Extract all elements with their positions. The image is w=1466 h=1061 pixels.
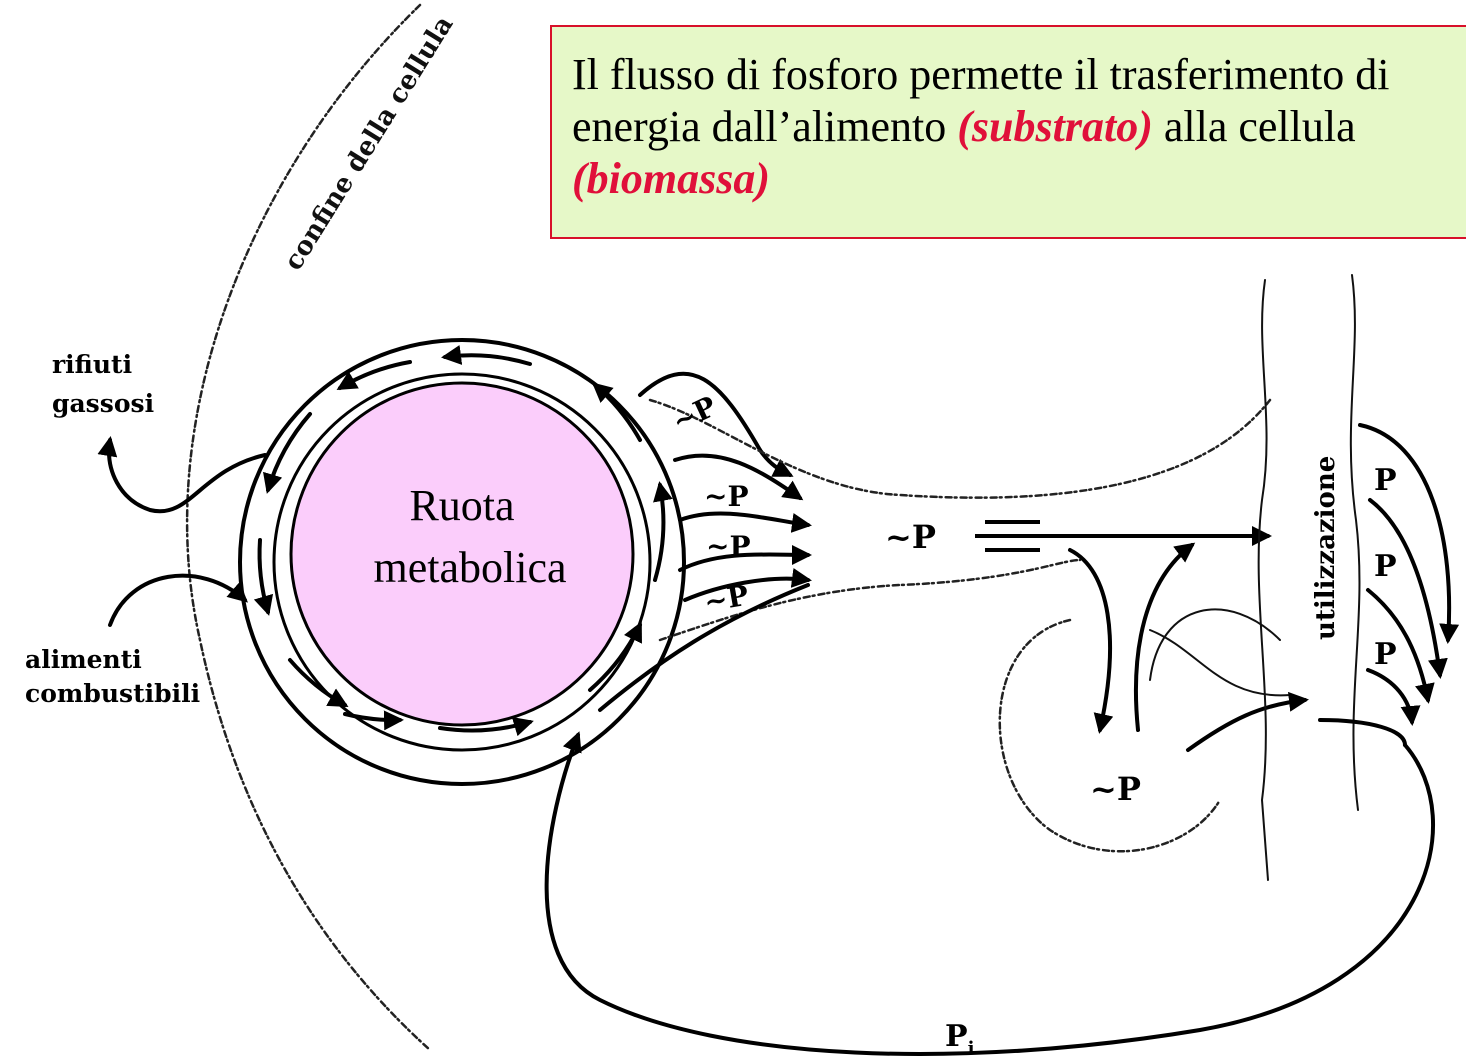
gas-waste-arrow bbox=[109, 440, 265, 511]
note-line-1: Il flusso di fosforo permette il trasfer… bbox=[572, 49, 1466, 101]
wheel-label-2: metabolica bbox=[373, 543, 566, 592]
lower-right-return bbox=[1320, 720, 1405, 745]
note-line-2: energia dall’alimento (substrato) alla c… bbox=[572, 101, 1466, 153]
p-label-3: P bbox=[1374, 637, 1397, 672]
phosphorus-note-box: Il flusso di fosforo permette il trasfer… bbox=[550, 25, 1466, 239]
utilization-right-wall bbox=[1351, 275, 1360, 810]
p-label-1: P bbox=[1374, 463, 1397, 498]
svg-text:~P: ~P bbox=[704, 480, 749, 513]
food-label-1: alimenti bbox=[25, 645, 142, 674]
note-line-2-end: alla cellula bbox=[1153, 102, 1356, 151]
biomass-term: (biomassa) bbox=[572, 154, 770, 203]
inorganic-phosphate-loop bbox=[547, 735, 1433, 1054]
substrate-term: (substrato) bbox=[957, 102, 1153, 151]
loop-out-arrow bbox=[1188, 700, 1305, 750]
pi-subscript: i bbox=[968, 1038, 975, 1059]
utilization-label: utilizzazione bbox=[1311, 456, 1341, 640]
energy-bond-symbol bbox=[975, 522, 1040, 550]
note-line-3: (biomassa) bbox=[572, 153, 1466, 205]
p-label-2: P bbox=[1374, 549, 1397, 584]
food-label-2: combustibili bbox=[25, 679, 200, 708]
down-to-loop-arrow bbox=[1070, 550, 1110, 730]
pi-letter: P bbox=[945, 1019, 968, 1054]
wheel-label-1: Ruota bbox=[409, 481, 514, 530]
wheel-tilde-p-labels: ~P ~P ~P ~P bbox=[667, 390, 751, 619]
gas-waste-label-1: rifiuti bbox=[52, 350, 132, 379]
loop-to-utilization-curve bbox=[1150, 630, 1290, 695]
channel-tilde-p-label: ~P bbox=[885, 518, 936, 556]
food-arrow bbox=[110, 576, 245, 625]
svg-text:~P: ~P bbox=[667, 390, 721, 439]
loop-tilde-p-label: ~P bbox=[1090, 770, 1141, 808]
gas-waste-label-2: gassosi bbox=[52, 389, 154, 418]
inorganic-phosphate-label: Pi bbox=[945, 1019, 975, 1059]
utilization-left-wall bbox=[1259, 280, 1268, 880]
svg-text:~P: ~P bbox=[706, 530, 751, 563]
note-line-2-start: energia dall’alimento bbox=[572, 102, 957, 151]
